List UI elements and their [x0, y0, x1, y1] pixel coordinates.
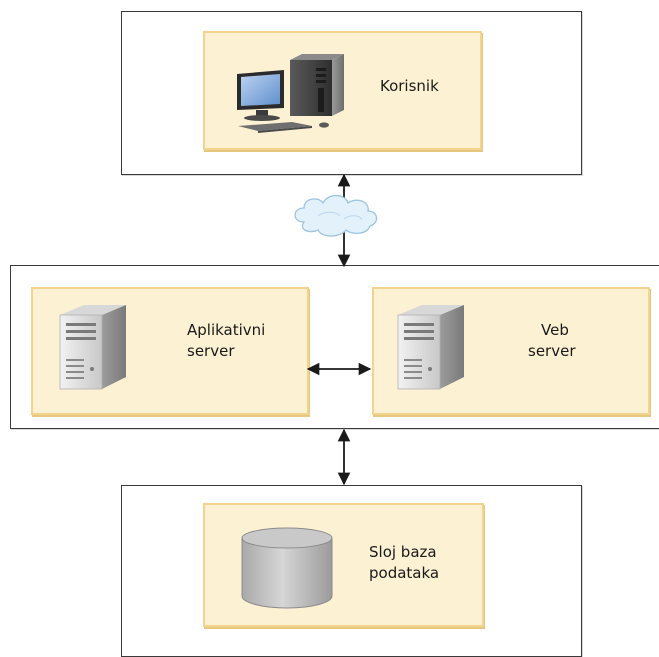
cloud-icon [294, 194, 378, 237]
database-icon [241, 527, 333, 609]
app-server-label-line2: server [187, 342, 235, 360]
web-server-label-line2: server [528, 342, 576, 360]
data-tier-label-line1: Sloj baza [369, 543, 437, 561]
server-tower-icon [397, 305, 464, 390]
server-tower-icon [59, 305, 126, 390]
web-server-label-line1: Veb [541, 321, 569, 339]
web-server-label: Veb server [528, 320, 575, 362]
app-server-label: Aplikativni server [187, 320, 265, 362]
data-tier-label-line2: podataka [369, 564, 440, 582]
client-label: Korisnik [380, 77, 439, 95]
app-server-label-line1: Aplikativni [187, 321, 266, 339]
desktop-computer-icon [237, 54, 344, 133]
data-tier-label: Sloj baza podataka [369, 542, 439, 584]
